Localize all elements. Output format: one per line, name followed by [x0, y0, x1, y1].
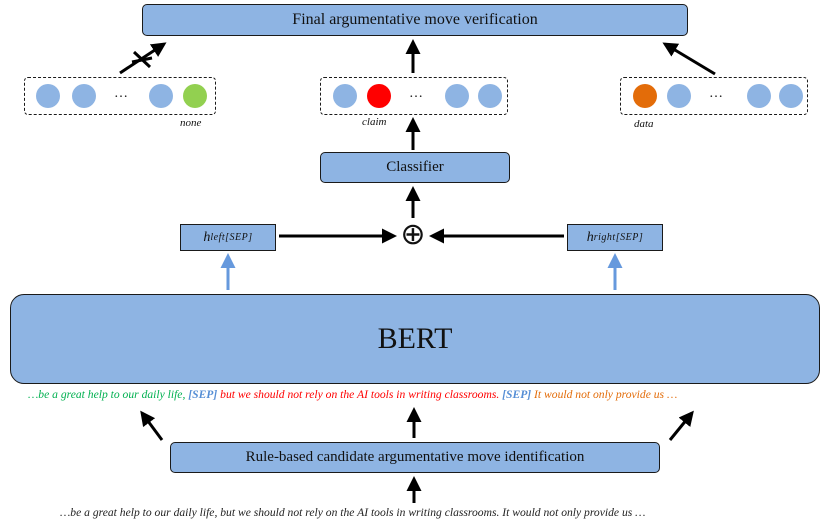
rule-based-box: Rule-based candidate argumentative move … — [170, 442, 660, 473]
vector-ellipsis: … — [709, 86, 723, 101]
arrow-rule-to-text-left — [140, 410, 164, 441]
vector-ellipsis: … — [114, 86, 128, 101]
bert-box: BERT — [10, 294, 820, 384]
segment-claim-text: but we should not rely on the AI tools i… — [217, 388, 503, 401]
classifier-label: Classifier — [386, 159, 444, 175]
annotated-input-text: …be a great help to our daily life, [SEP… — [28, 388, 677, 401]
arrow-rule-to-text-right — [668, 410, 694, 441]
h-right-box: h right[SEP] — [567, 224, 663, 251]
segment-premise-text: …be a great help to our daily life, — [28, 388, 189, 401]
h-left-box: h left[SEP] — [180, 224, 276, 251]
vector-dot — [445, 84, 469, 108]
segment-data-text: It would not only provide us … — [531, 388, 678, 401]
output-vector-none: … — [24, 77, 216, 115]
h-left-subscript: left[SEP] — [210, 232, 253, 243]
vector-label-none: none — [180, 117, 202, 129]
arrow-data-to-top — [662, 42, 716, 76]
cross-mark-icon — [131, 56, 153, 64]
h-right-subscript: right[SEP] — [593, 232, 644, 243]
output-vector-claim: … — [320, 77, 508, 115]
bert-label: BERT — [377, 322, 453, 355]
vector-dot — [72, 84, 96, 108]
vector-dot — [633, 84, 657, 108]
sep-token-1: [SEP] — [188, 388, 218, 401]
h-right-base: h — [586, 229, 594, 245]
vector-dot — [149, 84, 173, 108]
vector-dot — [333, 84, 357, 108]
vector-dot — [36, 84, 60, 108]
sep-token-2: [SEP] — [502, 388, 532, 401]
vector-dot — [478, 84, 502, 108]
output-vector-data: … — [620, 77, 808, 115]
vector-dot — [367, 84, 391, 108]
vector-dot — [779, 84, 803, 108]
final-verification-label: Final argumentative move verification — [292, 11, 538, 28]
classifier-box: Classifier — [320, 152, 510, 183]
vector-ellipsis: … — [409, 86, 423, 101]
vector-label-claim: claim — [362, 116, 387, 128]
vector-label-data: data — [634, 118, 654, 130]
raw-input-text: …be a great help to our daily life, but … — [60, 506, 646, 519]
h-left-base: h — [203, 229, 211, 245]
final-verification-box: Final argumentative move verification — [142, 4, 688, 36]
vector-dot — [183, 84, 207, 108]
concat-plus-icon: ⊕ — [400, 217, 426, 252]
rule-based-label: Rule-based candidate argumentative move … — [245, 449, 585, 465]
vector-dot — [747, 84, 771, 108]
vector-dot — [667, 84, 691, 108]
